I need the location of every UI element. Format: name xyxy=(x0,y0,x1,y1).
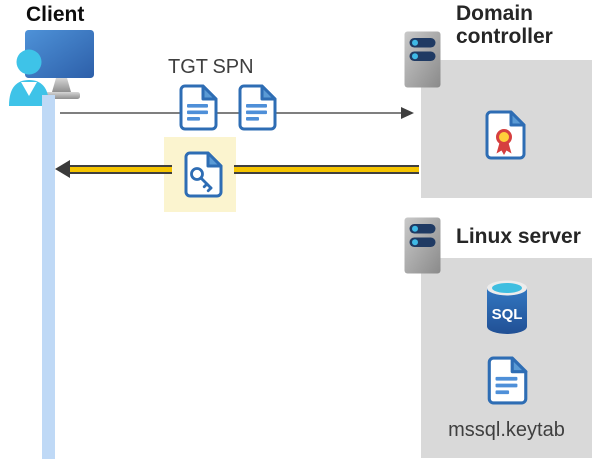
linux-server-icon xyxy=(404,217,441,274)
certificate-ribbon xyxy=(496,141,512,155)
client-lifeline-bar xyxy=(42,95,55,459)
certificate-seal xyxy=(496,129,512,145)
keytab-document-icon xyxy=(487,356,528,405)
request-arrow-line xyxy=(60,112,403,114)
spn-document-icon xyxy=(238,84,277,131)
sql-database-icon: SQL xyxy=(487,280,527,334)
client-label: Client xyxy=(26,3,85,26)
domain-controller-label: Domain controller xyxy=(456,2,553,48)
key-document-icon xyxy=(184,151,223,197)
response-arrow-line xyxy=(66,165,419,174)
key-ticket-patch xyxy=(172,144,234,204)
linux-server-label: Linux server xyxy=(456,225,581,248)
keytab-filename-label: mssql.keytab xyxy=(448,419,565,441)
spn-label: SPN xyxy=(212,56,254,78)
tgt-label: TGT xyxy=(168,56,208,78)
certificate-icon xyxy=(485,110,526,160)
tgt-document-icon xyxy=(179,84,218,131)
person-icon xyxy=(9,49,49,106)
sql-badge-text: SQL xyxy=(492,306,523,323)
response-arrow-left-icon xyxy=(55,160,70,178)
key-glyph xyxy=(190,166,213,192)
domain-controller-server-icon xyxy=(404,31,441,88)
request-arrow-right-icon xyxy=(401,107,414,119)
